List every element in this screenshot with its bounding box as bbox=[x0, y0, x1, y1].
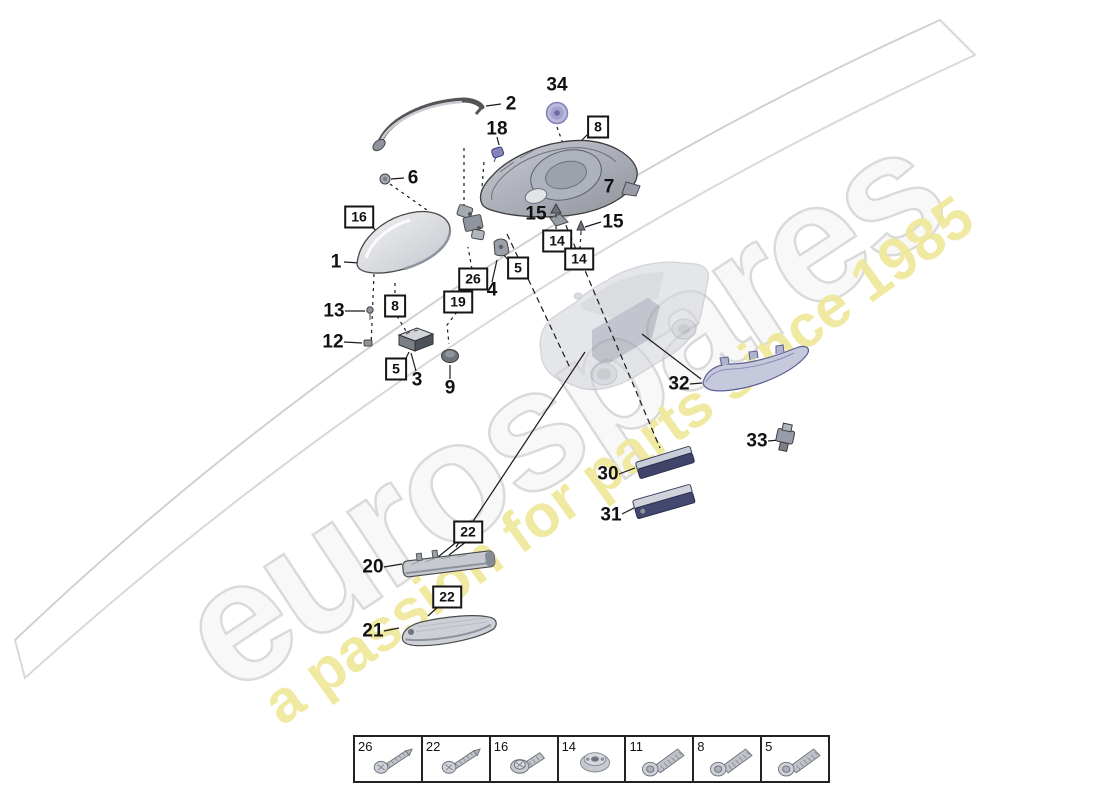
part-number-label: 2 bbox=[505, 93, 517, 115]
fastener-ref-box: 19 bbox=[443, 290, 473, 314]
grommet-nut-icon bbox=[566, 739, 624, 781]
fastener-ref-box: 26 bbox=[458, 267, 488, 291]
part-number-label: 32 bbox=[668, 373, 690, 395]
fastener-cell-ref: 26 bbox=[358, 739, 373, 754]
trim-strip-2-drawing bbox=[372, 97, 485, 152]
fastener-cell-ref: 22 bbox=[425, 739, 441, 754]
fastener-cell: 22 bbox=[423, 737, 491, 781]
fastener-ref-box: 5 bbox=[507, 256, 529, 280]
nut-6-drawing bbox=[379, 173, 391, 185]
part-number-label: 30 bbox=[597, 463, 619, 485]
fastener-ref-box: 14 bbox=[564, 247, 594, 271]
module-3-drawing bbox=[397, 327, 435, 352]
reflector-31-drawing bbox=[632, 484, 696, 519]
part-number-label: 6 bbox=[407, 167, 419, 189]
bolt-icon bbox=[770, 739, 828, 781]
fastener-cell-ref: 5 bbox=[765, 739, 773, 754]
mount-bracket-cluster bbox=[456, 204, 485, 241]
fastener-ref-box: 5 bbox=[385, 357, 407, 381]
headlight-lens-1-drawing bbox=[356, 211, 452, 274]
fastener-ref-box: 22 bbox=[453, 520, 483, 544]
part-number-label: 18 bbox=[486, 118, 508, 140]
pan-screw-icon bbox=[363, 739, 421, 781]
part-number-label: 15 bbox=[525, 203, 547, 225]
part-number-label: 31 bbox=[600, 504, 622, 526]
part-number-label: 34 bbox=[546, 74, 568, 96]
fastener-cell-ref: 11 bbox=[629, 739, 643, 754]
led-module-20-drawing bbox=[402, 549, 496, 578]
bolt-icon bbox=[634, 739, 692, 781]
part-number-label: 33 bbox=[746, 430, 768, 452]
part-number-label: 3 bbox=[411, 369, 423, 391]
part-number-label: 20 bbox=[362, 556, 384, 578]
reflector-30-drawing bbox=[635, 445, 695, 479]
led-lens-21-drawing bbox=[401, 615, 497, 647]
fastener-cell: 26 bbox=[355, 737, 423, 781]
part-number-label: 1 bbox=[330, 251, 342, 273]
clip-18-drawing bbox=[491, 146, 505, 163]
screw-15-right-drawing bbox=[576, 219, 586, 234]
sensor-33-drawing bbox=[775, 422, 796, 452]
fastener-cell-ref: 8 bbox=[697, 739, 705, 754]
fastener-ref-box: 8 bbox=[384, 294, 406, 318]
part-number-label: 15 bbox=[602, 211, 624, 233]
grommet-34-drawing bbox=[545, 101, 569, 125]
fastener-cell: 16 bbox=[491, 737, 559, 781]
part-number-label: 4 bbox=[486, 279, 498, 301]
side-marker-32-drawing bbox=[702, 344, 809, 392]
fastener-cell-ref: 16 bbox=[493, 739, 509, 754]
bolt-icon bbox=[702, 739, 760, 781]
nut-12-drawing bbox=[363, 339, 373, 347]
part-number-label: 13 bbox=[323, 300, 345, 322]
fastener-cell: 8 bbox=[694, 737, 763, 781]
fastener-cell-ref: 14 bbox=[561, 739, 577, 754]
fastener-cell: 14 bbox=[559, 737, 627, 781]
grommet-9-drawing bbox=[441, 349, 459, 363]
part-number-label: 21 bbox=[362, 620, 384, 642]
pan-screw-icon bbox=[431, 739, 489, 781]
part-number-label: 12 bbox=[322, 331, 344, 353]
fastener-cell: 11 bbox=[626, 737, 695, 781]
part-number-label: 7 bbox=[603, 176, 615, 198]
part-number-label: 9 bbox=[444, 377, 456, 399]
screw-13-drawing bbox=[366, 306, 374, 320]
fastener-ref-box: 16 bbox=[344, 205, 374, 229]
housing-7-drawing bbox=[479, 139, 641, 227]
fastener-ref-box: 8 bbox=[587, 115, 609, 139]
flange-screw-icon bbox=[499, 739, 557, 781]
fastener-ref-box: 22 bbox=[432, 585, 462, 609]
car-silhouette bbox=[539, 261, 710, 391]
screw-15-left-drawing bbox=[550, 202, 562, 218]
bracket-4-drawing bbox=[493, 238, 510, 257]
fastener-cell: 5 bbox=[762, 737, 828, 781]
fastener-ref-box: 14 bbox=[542, 229, 572, 253]
fastener-table: 26 22 16 14 11 8 5 bbox=[353, 735, 830, 783]
